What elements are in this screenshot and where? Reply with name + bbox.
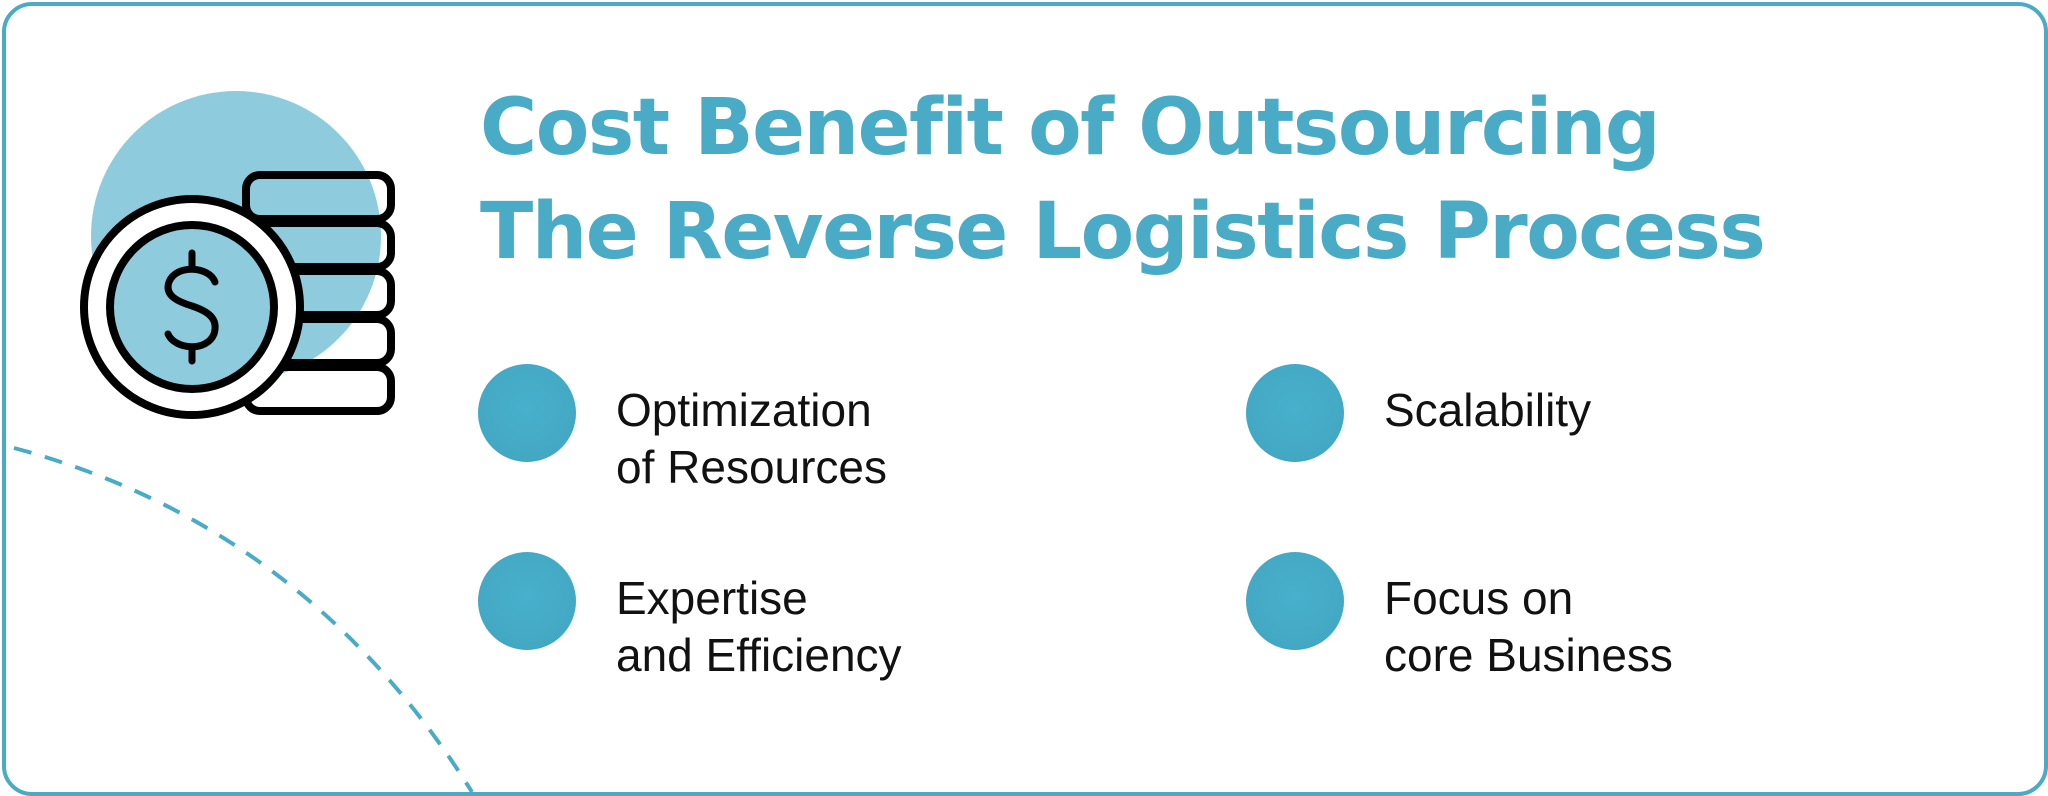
bullet-circle-icon <box>478 552 576 650</box>
benefit-item-optimization: Optimization of Resources <box>478 364 887 496</box>
benefit-label: Optimization of Resources <box>616 382 887 496</box>
page-title: Cost Benefit of Outsourcing The Reverse … <box>480 76 1766 284</box>
benefit-item-scalability: Scalability <box>1246 364 1591 462</box>
benefit-label-line-2: and Efficiency <box>616 629 902 681</box>
coin-stack-dollar-icon <box>80 91 395 419</box>
benefit-label-line-2: core Business <box>1384 629 1673 681</box>
benefit-label: Expertise and Efficiency <box>616 570 902 684</box>
bullet-circle-icon <box>1246 364 1344 462</box>
benefit-item-focus: Focus on core Business <box>1246 552 1673 684</box>
bullet-circle-icon <box>1246 552 1344 650</box>
title-line-1: Cost Benefit of Outsourcing <box>480 83 1661 173</box>
benefit-item-expertise: Expertise and Efficiency <box>478 552 902 684</box>
benefit-label-line-1: Scalability <box>1384 384 1592 436</box>
benefit-label-line-2: of Resources <box>616 441 888 493</box>
bullet-circle-icon <box>478 364 576 462</box>
benefit-label: Focus on core Business <box>1384 570 1673 684</box>
title-line-2: The Reverse Logistics Process <box>480 187 1766 277</box>
benefit-label: Scalability <box>1384 382 1591 439</box>
benefit-label-line-1: Optimization <box>616 384 872 436</box>
benefit-label-line-1: Expertise <box>616 572 808 624</box>
benefit-label-line-1: Focus on <box>1384 572 1574 624</box>
